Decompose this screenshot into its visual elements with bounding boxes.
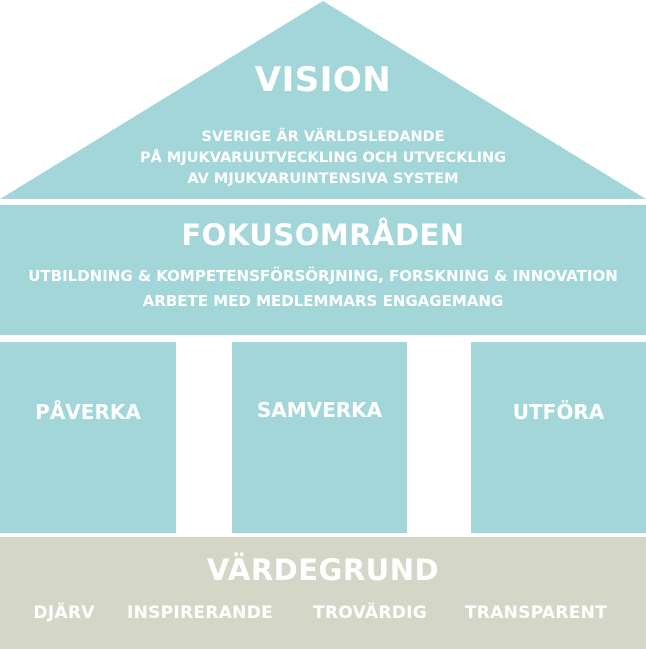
vision-title: VISION (254, 60, 392, 100)
pillar-samverka: SAMVERKA (232, 342, 407, 533)
vision-roof (0, 1, 646, 199)
core-values-title: VÄRDEGRUND (206, 553, 440, 587)
core-value-inspirerande: INSPIRERANDE (126, 603, 274, 623)
focus-areas-beam (0, 205, 646, 335)
pillar-utfora: UTFÖRA (471, 342, 646, 533)
focus-areas-title: FOKUSOMRÅDEN (181, 218, 465, 252)
focus-areas-line-2: ARBETE MED MEDLEMMARS ENGAGEMANG (142, 292, 504, 310)
vision-statement-line-2: PÅ MJUKVARUUTVECKLING OCH UTVECKLING (139, 150, 506, 166)
vision-statement-line-1: SVERIGE ÄR VÄRLDSLEDANDE (201, 129, 445, 145)
pillar-label-paverka: PÅVERKA (35, 400, 141, 424)
pillar-paverka: PÅVERKA (0, 342, 176, 533)
core-value-transparent: TRANSPARENT (464, 603, 608, 623)
vision-statement-line-3: AV MJUKVARUINTENSIVA SYSTEM (187, 171, 459, 187)
core-value-djarv: DJÄRV (33, 603, 95, 623)
roof-triangle (0, 1, 646, 199)
core-value-trovardig: TROVÄRDIG (312, 603, 428, 623)
core-values-foundation (0, 537, 646, 649)
pillar-label-samverka: SAMVERKA (256, 398, 383, 422)
focus-areas-line-1: UTBILDNING & KOMPETENSFÖRSÖRJNING, FORSK… (28, 267, 618, 285)
pillar-label-utfora: UTFÖRA (512, 400, 605, 424)
